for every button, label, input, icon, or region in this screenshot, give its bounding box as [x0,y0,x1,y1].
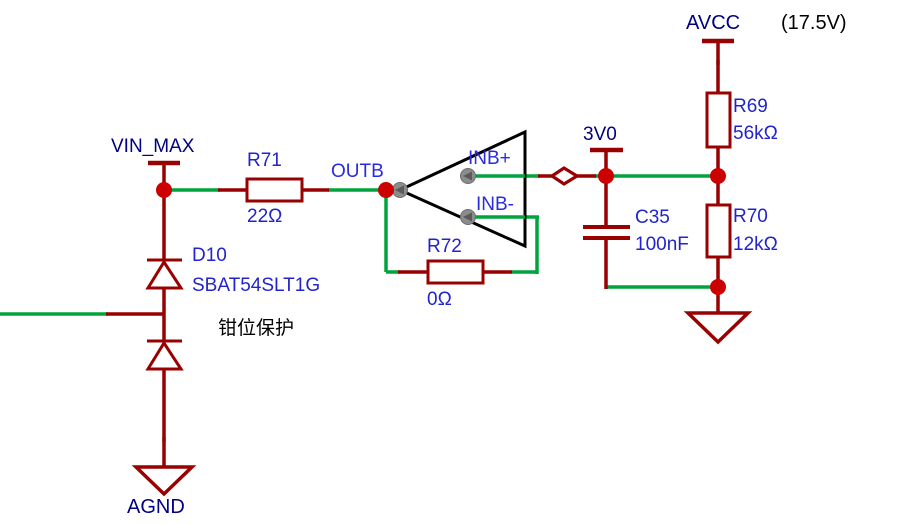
avcc-voltage-note[interactable]: (17.5V) [781,12,847,34]
annotation-clamp-protection[interactable]: 钳位保护 [218,318,295,339]
resistor-r70[interactable] [705,203,732,259]
capacitor-c35[interactable] [583,225,630,240]
net-label-agnd[interactable]: AGND [127,496,185,518]
ref-r70[interactable]: R70 [733,206,768,227]
wire-red[interactable] [106,41,720,467]
net-label-outb[interactable]: OUTB [331,161,384,182]
ref-r71[interactable]: R71 [247,150,282,171]
junction-dot [378,182,394,198]
net-label-avcc[interactable]: AVCC [686,12,741,34]
resistor-r71[interactable] [245,177,304,203]
pin-marker-inb-minus-icon [460,209,476,225]
comparator-pin-wires [475,174,525,219]
ref-c35[interactable]: C35 [635,207,670,228]
ref-r72[interactable]: R72 [427,236,462,257]
diode-triangle [145,259,184,290]
value-r70[interactable]: 12kΩ [733,234,778,255]
wire-net-green[interactable] [0,60,720,442]
net-label-inb-plus[interactable]: INB+ [468,148,511,169]
diode-triangle [145,340,184,371]
value-r69[interactable]: 56kΩ [733,123,778,144]
net-label-inb-minus[interactable]: INB- [476,194,514,215]
value-r71[interactable]: 22Ω [247,206,283,227]
net-label-3v0[interactable]: 3V0 [583,124,617,145]
ground-symbol-agnd[interactable] [131,465,197,497]
junction-dots [156,168,726,295]
diode-d10[interactable] [145,258,184,371]
ground-symbol-right[interactable] [683,311,753,345]
junction-dot [710,168,726,184]
value-d10[interactable]: SBAT54SLT1G [192,275,321,296]
resistor-r69[interactable] [705,91,732,149]
net-port-diamond[interactable] [549,166,581,186]
resistor-r72[interactable] [426,259,485,285]
value-r72[interactable]: 0Ω [427,289,452,310]
junction-dot [710,279,726,295]
ref-r69[interactable]: R69 [733,96,768,117]
net-label-vin-max[interactable]: VIN_MAX [111,136,195,157]
value-c35[interactable]: 100nF [635,234,689,255]
pin-marker-inb-plus-icon [460,168,476,184]
junction-dot [598,168,614,184]
pin-marker-outb-icon [392,182,408,198]
ref-d10[interactable]: D10 [192,245,227,266]
junction-dot [156,182,172,198]
